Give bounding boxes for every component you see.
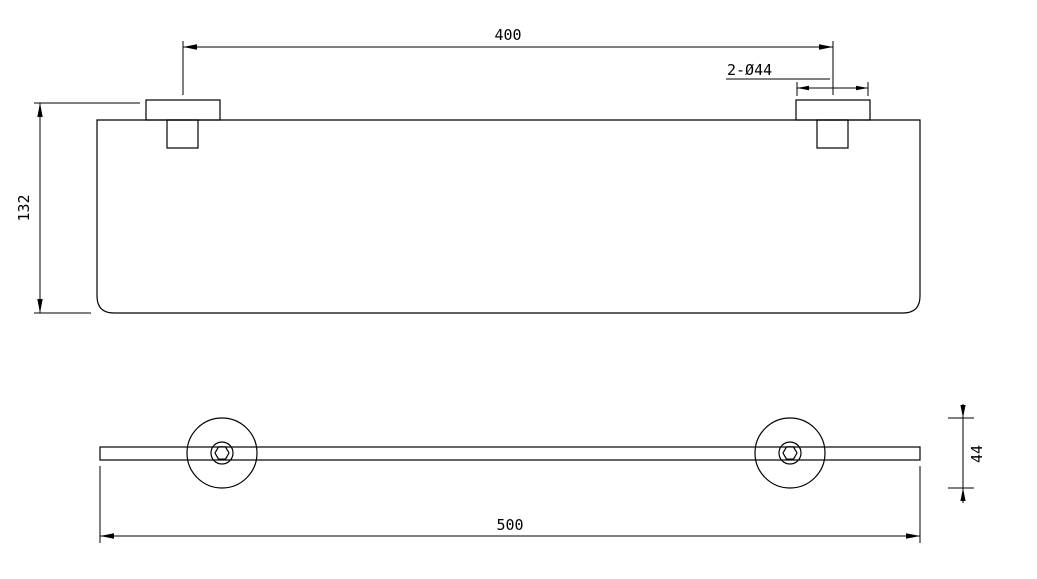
arrowhead [37, 103, 43, 117]
dimension-bracket-note: 2-Ø44 [726, 61, 869, 96]
plan-view [99, 417, 921, 489]
arrowhead [37, 299, 43, 313]
right-bracket-cap [795, 99, 871, 121]
right-bracket-nut [782, 446, 798, 460]
right-bracket-circle [754, 417, 826, 489]
arrowhead [100, 533, 114, 539]
dimension-front-height: 132 [15, 102, 140, 314]
arrowhead [819, 44, 833, 50]
dim-44-label: 44 [968, 445, 986, 463]
shelf-plan-outline [99, 446, 921, 461]
shelf-front-outline [96, 119, 921, 314]
dimension-overall-width: 500 [99, 466, 921, 543]
arrowhead [183, 44, 197, 50]
left-bracket-nut [214, 446, 230, 460]
dimension-bracket-spacing: 400 [182, 26, 834, 95]
right-bracket-stem [816, 119, 849, 149]
left-bracket-circle [186, 417, 258, 489]
dimension-bracket-diameter: 44 [948, 404, 986, 503]
arrowhead [797, 85, 809, 91]
arrowhead [906, 533, 920, 539]
left-bracket-stem [166, 119, 199, 149]
arrowhead [960, 405, 966, 418]
dim-500-label: 500 [496, 516, 523, 534]
front-view [96, 99, 921, 314]
left-bracket-cap [145, 99, 221, 121]
dim-400-label: 400 [494, 26, 521, 44]
left-bracket-inner-circle [210, 441, 234, 465]
arrowhead [856, 85, 868, 91]
arrowhead [960, 488, 966, 501]
right-bracket-inner-circle [778, 441, 802, 465]
dim-132-label: 132 [15, 194, 33, 221]
dim-2xd44-label: 2-Ø44 [727, 61, 772, 79]
